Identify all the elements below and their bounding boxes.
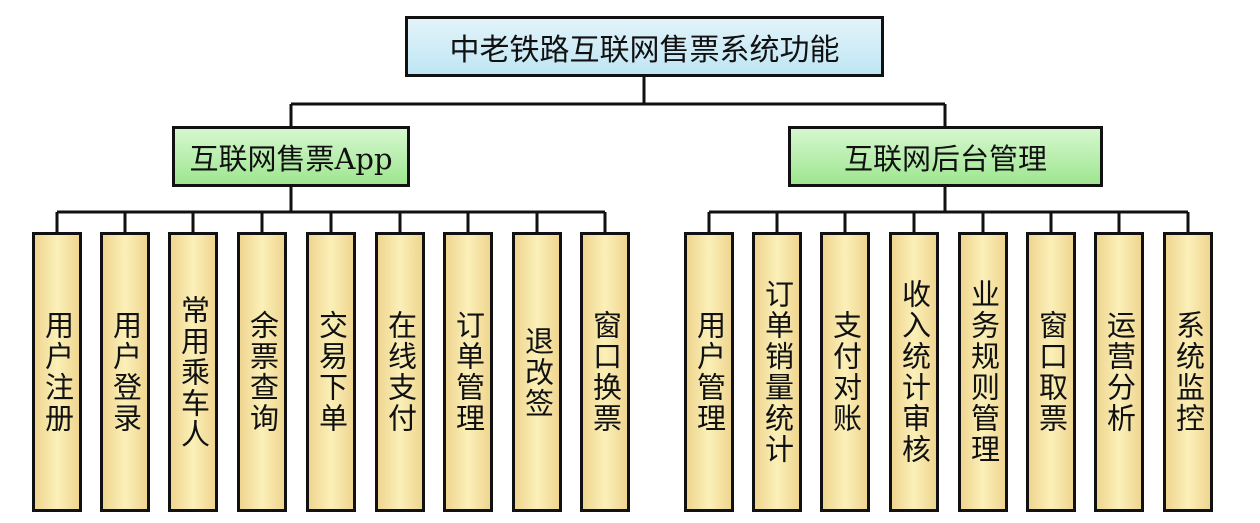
leaf-label: 运营分析: [1102, 310, 1137, 434]
leaf-node: 窗口换票: [580, 232, 630, 512]
leaf-label: 常用乘车人: [176, 294, 211, 450]
root-node: 中老铁路互联网售票系统功能: [405, 16, 884, 77]
leaf-label: 用户登录: [108, 310, 143, 434]
leaf-node: 交易下单: [306, 232, 356, 512]
leaf-node: 用户管理: [684, 232, 734, 512]
leaf-node: 退改签: [512, 232, 562, 512]
leaf-label: 收入统计审核: [897, 279, 932, 465]
leaf-label: 余票查询: [245, 310, 280, 434]
leaf-node: 常用乘车人: [168, 232, 218, 512]
branch-node-app: 互联网售票App: [172, 126, 410, 187]
leaf-node: 余票查询: [237, 232, 287, 512]
leaf-node: 运营分析: [1094, 232, 1144, 512]
leaf-node: 订单管理: [443, 232, 493, 512]
branch-label: 互联网后台管理: [843, 141, 1047, 176]
leaf-label: 订单管理: [451, 310, 486, 434]
leaf-label: 用户管理: [692, 310, 727, 434]
leaf-label: 用户注册: [40, 310, 75, 434]
branch-node-backend: 互联网后台管理: [788, 126, 1103, 187]
leaf-node: 支付对账: [820, 232, 870, 512]
leaf-node: 用户注册: [32, 232, 82, 512]
leaf-node: 在线支付: [375, 232, 425, 512]
leaf-label: 窗口换票: [588, 310, 623, 434]
leaf-label: 支付对账: [828, 310, 863, 434]
leaf-label: 在线支付: [383, 310, 418, 434]
leaf-node: 业务规则管理: [958, 232, 1008, 512]
leaf-label: 系统监控: [1171, 310, 1206, 434]
leaf-label: 退改签: [520, 325, 555, 419]
branch-label: 互联网售票App: [189, 141, 393, 176]
leaf-node: 窗口取票: [1026, 232, 1076, 512]
leaf-node: 订单销量统计: [752, 232, 802, 512]
leaf-node: 系统监控: [1163, 232, 1213, 512]
leaf-node: 收入统计审核: [889, 232, 939, 512]
leaf-label: 订单销量统计: [760, 279, 795, 465]
leaf-label: 窗口取票: [1034, 310, 1069, 434]
leaf-node: 用户登录: [100, 232, 150, 512]
root-label: 中老铁路互联网售票系统功能: [449, 32, 840, 68]
leaf-label: 交易下单: [314, 310, 349, 434]
leaf-label: 业务规则管理: [966, 279, 1001, 465]
